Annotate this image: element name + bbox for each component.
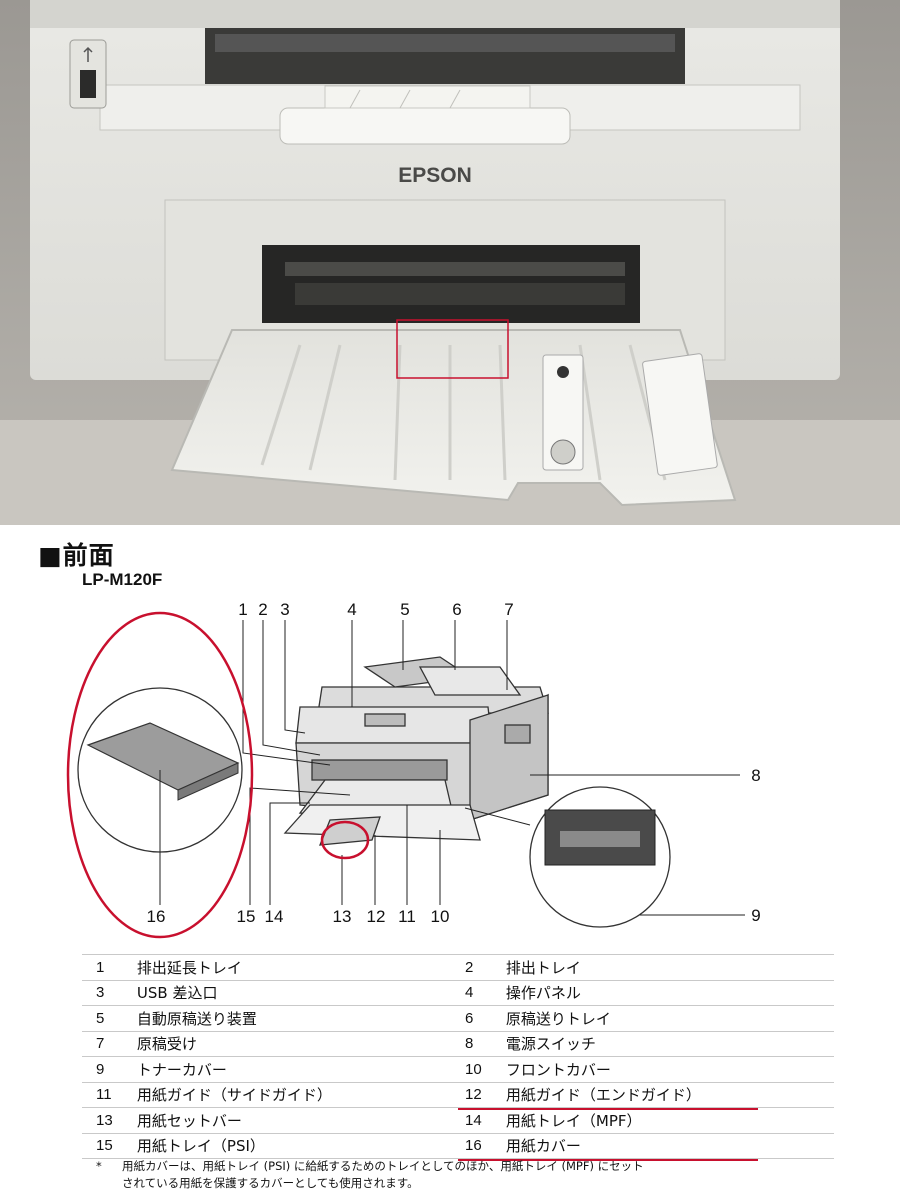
- part-number: 8: [464, 1031, 506, 1057]
- part-name: 用紙ガイド（サイドガイド）: [136, 1082, 465, 1108]
- callout-number: 11: [398, 907, 416, 926]
- highlight-oval-paper-cover: [66, 611, 254, 939]
- part-number: 1: [82, 954, 137, 981]
- callout-number: 5: [400, 600, 409, 619]
- part-number: 4: [464, 980, 506, 1006]
- part-number: 6: [464, 1005, 506, 1032]
- part-name: 操作パネル: [505, 980, 834, 1006]
- callout-number: 2: [258, 600, 267, 619]
- part-number: 9: [82, 1056, 137, 1083]
- printer-photo: EPSON: [0, 0, 900, 525]
- part-number: 15: [82, 1133, 137, 1159]
- part-name: 用紙ガイド（エンドガイド）: [457, 1082, 834, 1109]
- part-number: 11: [82, 1082, 137, 1108]
- callout-number: 10: [431, 907, 450, 926]
- callout-number: 13: [333, 907, 352, 926]
- part-name: 用紙セットバー: [136, 1107, 465, 1134]
- highlight-box-end-guide: [396, 319, 509, 379]
- part-name: 用紙カバー: [457, 1133, 834, 1160]
- callout-number: 7: [504, 600, 513, 619]
- model-name: LP-M120F: [82, 570, 163, 589]
- footnote: * 用紙カバーは、用紙トレイ (PSI) に給紙するためのトレイとしてのほか、用…: [96, 1158, 644, 1192]
- footnote-text: 用紙カバーは、用紙トレイ (PSI) に給紙するためのトレイとしてのほか、用紙ト…: [122, 1159, 644, 1190]
- part-name: 原稿受け: [136, 1031, 465, 1057]
- callout-number: 6: [452, 600, 461, 619]
- usb-icon: [83, 46, 93, 62]
- part-name: 用紙トレイ（PSI）: [136, 1133, 465, 1159]
- callout-number: 14: [265, 907, 284, 926]
- epson-logo: EPSON: [398, 164, 472, 187]
- printer-illustration: [283, 656, 549, 846]
- part-name: 原稿送りトレイ: [505, 1005, 834, 1032]
- callout-number: 3: [280, 600, 289, 619]
- callout-number: 12: [367, 907, 386, 926]
- callout-number: 9: [751, 906, 760, 925]
- highlight-circle-setting-bar: [320, 820, 370, 860]
- part-number: 14: [464, 1107, 506, 1134]
- section-heading: ■前面: [38, 541, 115, 570]
- part-number: 3: [82, 980, 137, 1006]
- callout-number: 8: [751, 766, 760, 785]
- part-number: 12: [464, 1082, 506, 1108]
- callout-number: 4: [347, 600, 356, 619]
- part-name: フロントカバー: [505, 1056, 834, 1083]
- callout-number: 1: [238, 600, 247, 619]
- part-name: 排出トレイ: [505, 954, 834, 981]
- part-number: 5: [82, 1005, 137, 1032]
- part-number: 7: [82, 1031, 137, 1057]
- usb-port: [69, 39, 107, 109]
- part-name: 自動原稿送り装置: [136, 1005, 465, 1032]
- part-name: トナーカバー: [136, 1056, 465, 1083]
- part-name: 用紙トレイ（MPF）: [505, 1107, 834, 1134]
- part-number: 10: [464, 1056, 506, 1083]
- footnote-mark: *: [96, 1159, 102, 1173]
- part-number: 13: [82, 1107, 137, 1134]
- part-name: 排出延長トレイ: [136, 954, 465, 981]
- part-name: 電源スイッチ: [505, 1031, 834, 1057]
- callout-number: 16: [147, 907, 166, 926]
- part-number: 2: [464, 954, 506, 981]
- part-number: 16: [464, 1133, 506, 1159]
- part-name: USB 差込口: [136, 980, 465, 1006]
- callout-number: 15: [237, 907, 256, 926]
